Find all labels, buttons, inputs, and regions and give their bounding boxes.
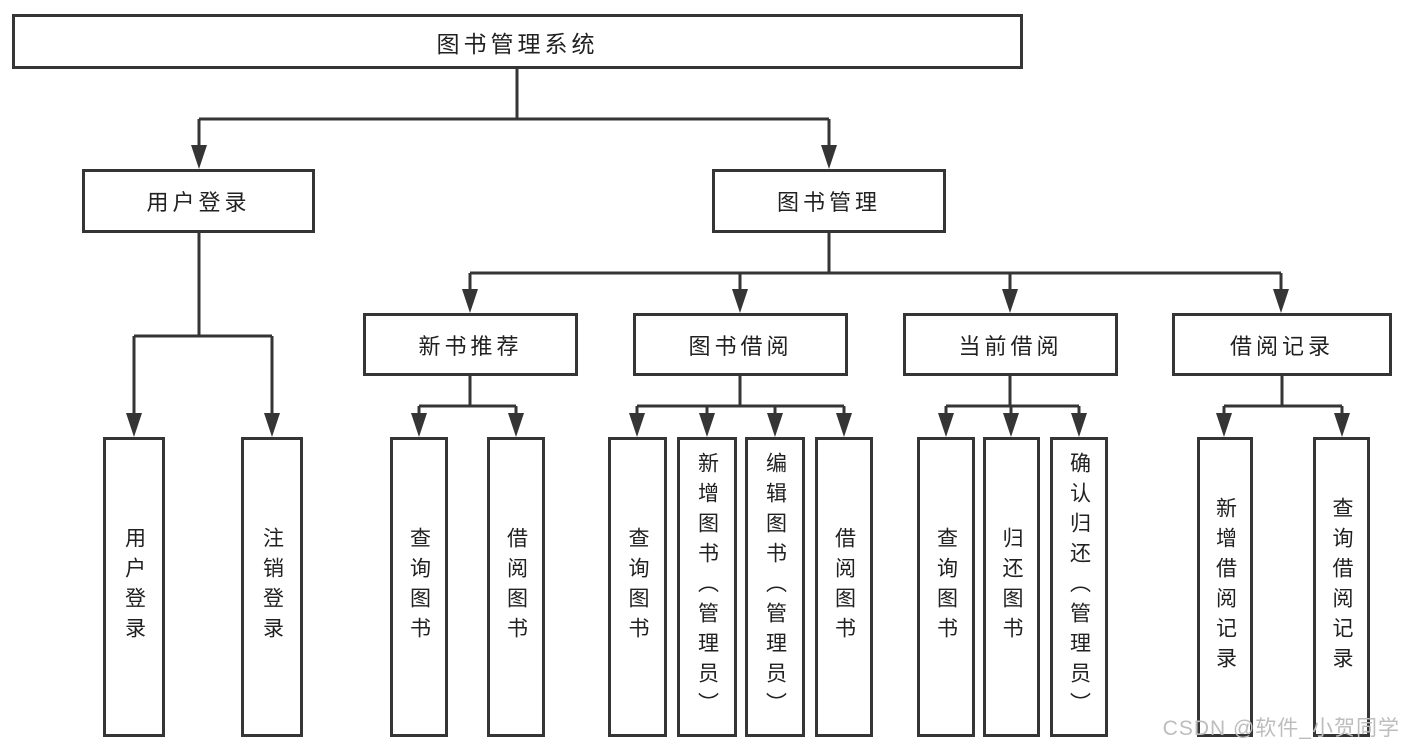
node-root-system: 图书管理系统: [12, 14, 1023, 69]
connector-bookmgmt-to-level3: [468, 233, 1283, 295]
arrow-down-icon: [508, 413, 524, 437]
node-label: 归还图书: [1000, 527, 1023, 647]
node-label: 查询图书: [934, 527, 958, 647]
arrow-down-icon: [1071, 413, 1087, 437]
connector-root-to-level2: [197, 69, 831, 151]
leaf-confirm-return-admin: 确认归还（管理员）: [1050, 437, 1108, 737]
leaf-add-books-admin: 新增图书（管理员）: [677, 437, 737, 737]
csdn-watermark: CSDN @软件_小贺同学: [1162, 717, 1400, 740]
connector-borrowrecord-to-leaves: [1222, 376, 1344, 421]
arrow-down-icon: [836, 413, 852, 437]
arrow-down-icon: [767, 413, 783, 437]
connector-line: [1222, 376, 1344, 421]
node-label: 图书借阅: [688, 333, 793, 359]
leaf-return-books: 归还图书: [983, 437, 1040, 737]
node-label: 当前借阅: [958, 333, 1063, 359]
node-current-borrowing: 当前借阅: [903, 313, 1118, 376]
node-label: 用户登录: [122, 527, 146, 647]
leaf-borrow-books-1: 借阅图书: [487, 437, 545, 737]
arrow-down-icon: [191, 145, 207, 169]
arrow-down-icon: [264, 413, 280, 437]
arrow-down-icon: [821, 145, 837, 169]
node-label: 新增图书（管理员）: [695, 452, 719, 722]
node-label: 新书推荐: [418, 333, 523, 359]
node-label: 用户登录: [146, 190, 251, 215]
node-label: 新增借阅记录: [1213, 497, 1237, 677]
connector-bookborrow-to-leaves: [635, 376, 846, 421]
node-label: 注销登录: [260, 527, 284, 647]
leaf-borrow-books-2: 借阅图书: [815, 437, 873, 737]
arrow-down-icon: [699, 413, 715, 437]
leaf-user-login: 用户登录: [103, 437, 165, 737]
node-borrow-records: 借阅记录: [1172, 313, 1392, 376]
node-label: 图书管理: [776, 190, 881, 215]
arrow-down-icon: [462, 289, 478, 313]
arrow-down-icon: [938, 413, 954, 437]
connector-newbook-to-leaves: [417, 376, 518, 421]
node-label: 编辑图书（管理员）: [763, 452, 787, 722]
connector-line: [417, 376, 518, 421]
leaf-query-books-2: 查询图书: [608, 437, 667, 737]
leaf-query-borrow-record: 查询借阅记录: [1313, 437, 1370, 737]
node-label: 借阅图书: [504, 527, 528, 647]
node-label: 确认归还（管理员）: [1067, 452, 1091, 722]
arrow-down-icon: [1003, 413, 1019, 437]
node-book-borrowing: 图书借阅: [633, 313, 848, 376]
leaf-logout: 注销登录: [241, 437, 303, 737]
arrow-down-icon: [411, 413, 427, 437]
connector-line: [197, 69, 831, 151]
arrow-down-icon: [1216, 413, 1232, 437]
connector-currentborrow-to-leaves: [944, 376, 1081, 421]
node-label: 查询图书: [407, 527, 431, 647]
connector-line: [468, 233, 1283, 295]
arrow-down-icon: [1002, 289, 1018, 313]
node-book-management: 图书管理: [712, 169, 946, 233]
node-label: 借阅图书: [832, 527, 856, 647]
leaf-query-books-1: 查询图书: [390, 437, 448, 737]
connector-line: [944, 376, 1081, 421]
node-new-book-recommend: 新书推荐: [363, 313, 578, 376]
arrow-down-icon: [126, 413, 142, 437]
node-label: 查询图书: [626, 527, 649, 647]
node-label: 查询借阅记录: [1330, 497, 1353, 677]
node-label: 借阅记录: [1229, 333, 1334, 359]
leaf-add-borrow-record: 新增借阅记录: [1197, 437, 1253, 737]
arrow-down-icon: [1273, 289, 1289, 313]
node-user-login: 用户登录: [82, 169, 315, 233]
leaf-query-books-3: 查询图书: [917, 437, 975, 737]
arrow-down-icon: [732, 289, 748, 313]
connector-line: [132, 233, 274, 419]
arrow-down-icon: [629, 413, 645, 437]
connector-line: [635, 376, 846, 421]
arrow-down-icon: [1334, 413, 1350, 437]
connector-userlogin-to-leaves: [132, 233, 274, 419]
leaf-edit-books-admin: 编辑图书（管理员）: [745, 437, 805, 737]
node-label: 图书管理系统: [436, 30, 599, 57]
